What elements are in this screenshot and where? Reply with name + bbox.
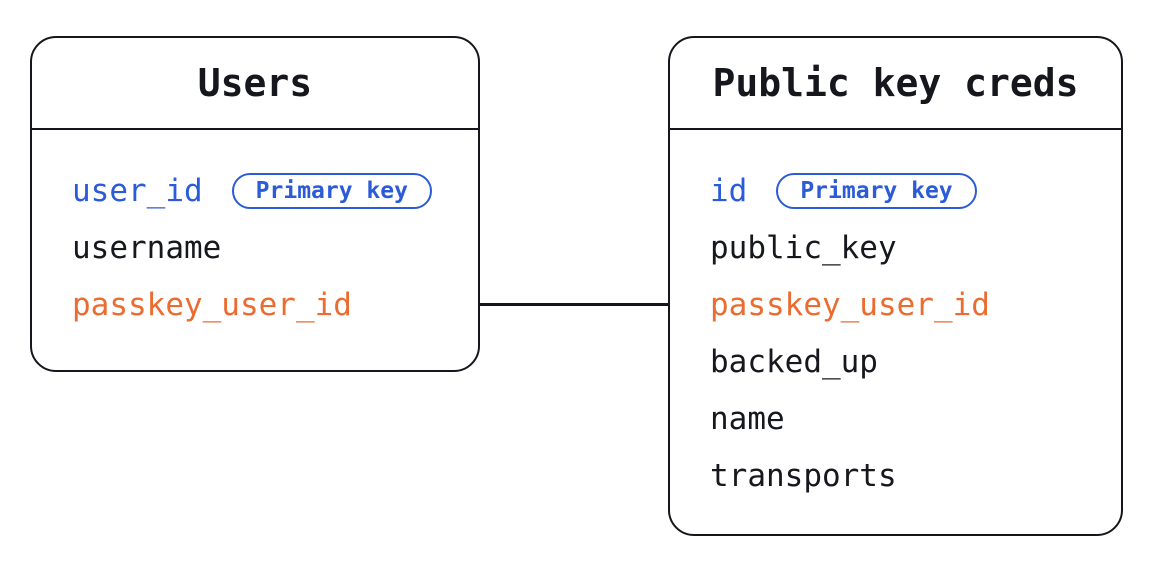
table-public-key-creds: Public key creds id Primary key public_k… (668, 36, 1123, 536)
table-users-fields: user_id Primary key username passkey_use… (32, 130, 478, 333)
field-name: backed_up (710, 343, 878, 380)
field-name: public_key (710, 229, 897, 266)
primary-key-badge: Primary key (231, 172, 432, 209)
primary-key-badge: Primary key (776, 172, 977, 209)
field-row-username: username (72, 219, 478, 276)
field-row-name: name (710, 390, 1121, 447)
field-row-passkey-user-id: passkey_user_id (710, 276, 1121, 333)
field-row-transports: transports (710, 447, 1121, 504)
field-row-id: id Primary key (710, 162, 1121, 219)
field-name: id (710, 172, 748, 209)
field-row-public-key: public_key (710, 219, 1121, 276)
field-name: name (710, 400, 785, 437)
field-row-backed-up: backed_up (710, 333, 1121, 390)
table-title: Users (32, 38, 478, 130)
field-row-passkey-user-id: passkey_user_id (72, 276, 478, 333)
field-name: transports (710, 457, 897, 494)
field-name: user_id (72, 172, 203, 209)
field-name: passkey_user_id (72, 286, 352, 323)
table-title: Public key creds (670, 38, 1121, 130)
table-creds-fields: id Primary key public_key passkey_user_i… (670, 130, 1121, 504)
table-users: Users user_id Primary key username passk… (30, 36, 480, 372)
field-name: username (72, 229, 222, 266)
field-row-user-id: user_id Primary key (72, 162, 478, 219)
field-name: passkey_user_id (710, 286, 990, 323)
relation-line (478, 303, 670, 306)
